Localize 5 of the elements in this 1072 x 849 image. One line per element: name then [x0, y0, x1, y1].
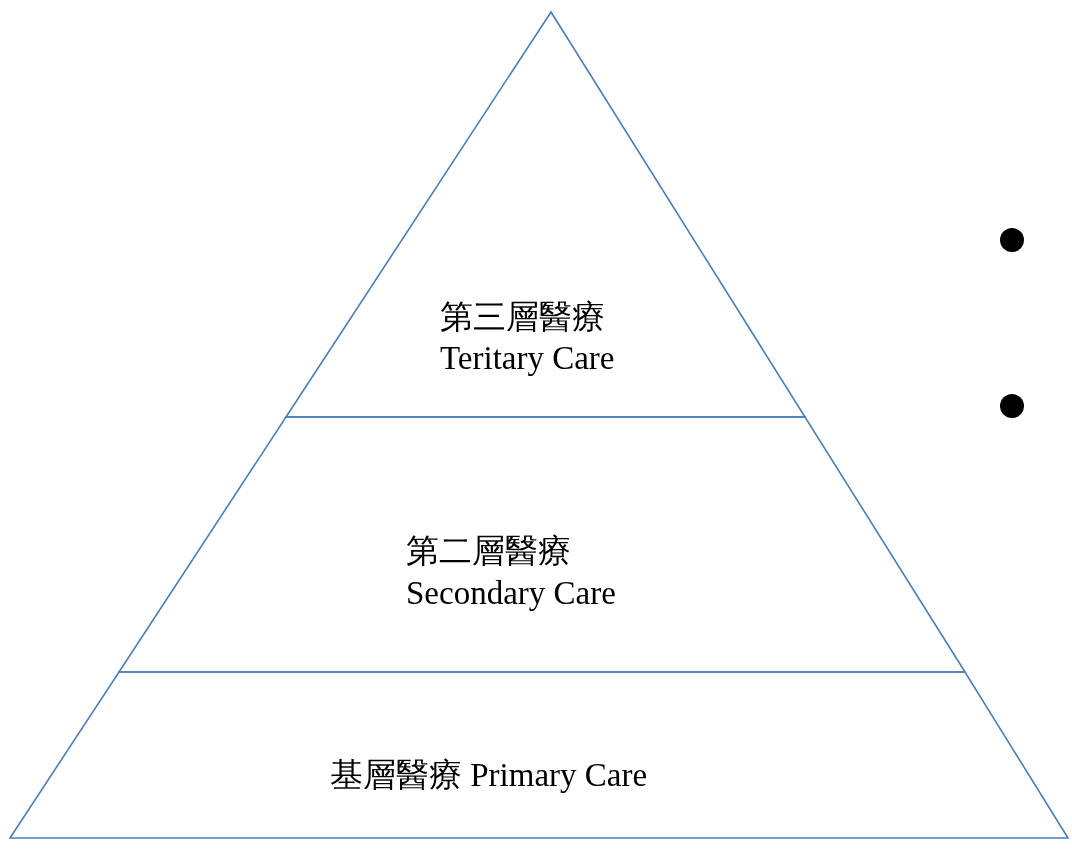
tier-label: 第三層醫療 — [440, 298, 605, 337]
tier-label: 基層醫療 Primary Care — [330, 756, 648, 795]
tier-label: 第二層醫療 — [406, 532, 571, 571]
tier-label: Secondary Care — [406, 574, 616, 613]
tier-label: Teritary Care — [440, 339, 615, 378]
